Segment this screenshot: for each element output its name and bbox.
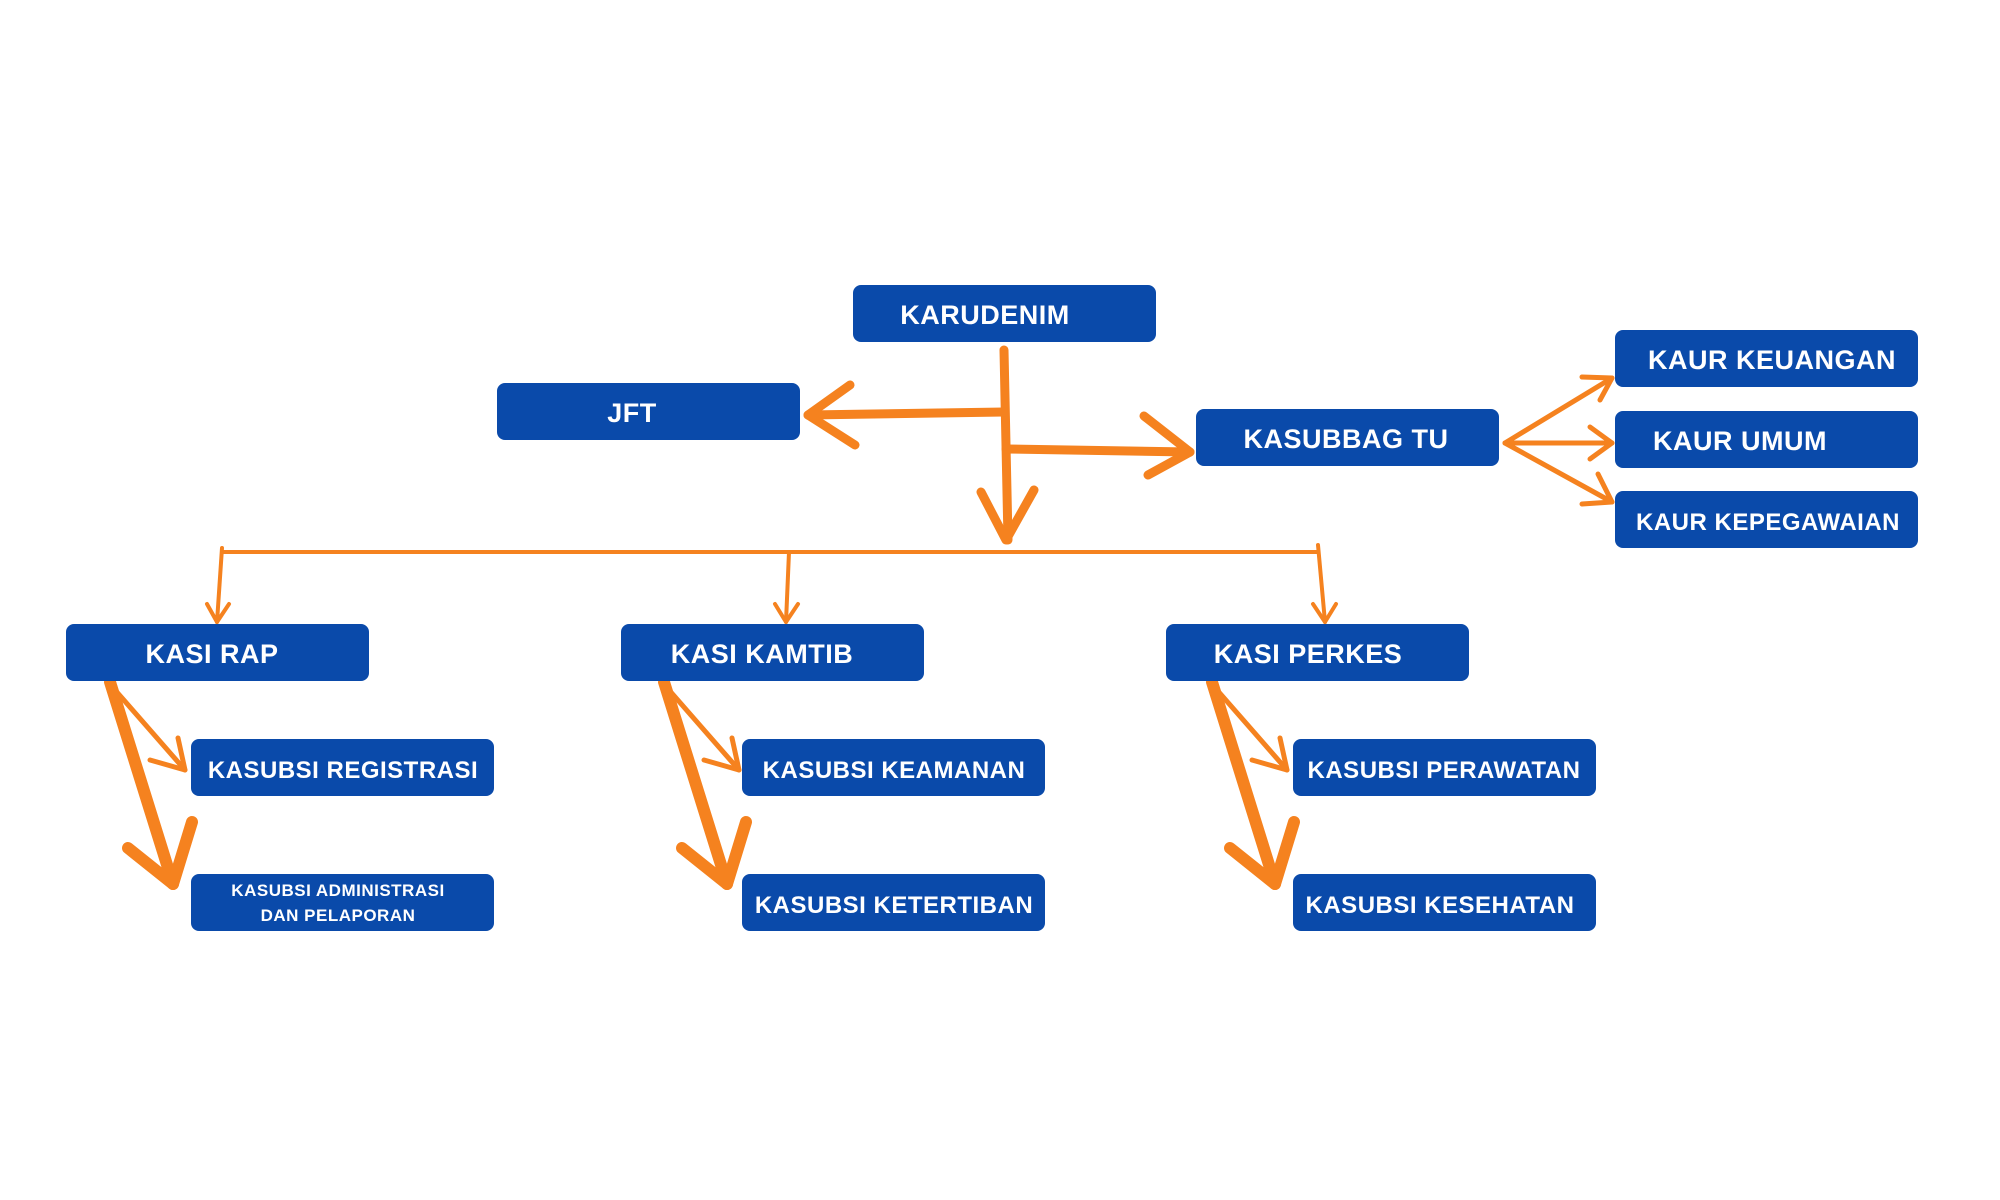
node-jft-label: JFT bbox=[607, 398, 657, 428]
node-kaur-keuangan-label: KAUR KEUANGAN bbox=[1648, 345, 1896, 375]
node-kasubsi-registrasi: KASUBSI REGISTRASI bbox=[191, 739, 494, 796]
node-kaur-umum: KAUR UMUM bbox=[1615, 411, 1918, 468]
trunk-arrowhead bbox=[976, 485, 1039, 545]
arrow-to-kaur-umum-head bbox=[1587, 424, 1615, 462]
node-kasi-perkes: KASI PERKES bbox=[1166, 624, 1469, 681]
arrow-to-kasubsi-ketertiban bbox=[658, 676, 733, 890]
node-kasubsi-perawatan: KASUBSI PERAWATAN bbox=[1293, 739, 1596, 796]
connectors bbox=[104, 345, 1615, 890]
drop-to-kasi-perkes bbox=[1316, 543, 1327, 624]
arrow-to-kasubsi-ketertiban-head bbox=[676, 816, 752, 890]
node-kasi-kamtib: KASI KAMTIB bbox=[621, 624, 924, 681]
arrow-to-kasubbag-head bbox=[1139, 411, 1195, 480]
node-jft: JFT bbox=[497, 383, 800, 440]
node-kasubbag-tu-label: KASUBBAG TU bbox=[1244, 424, 1449, 454]
node-kasubsi-keamanan: KASUBSI KEAMANAN bbox=[742, 739, 1045, 796]
node-kasubsi-kesehatan: KASUBSI KESEHATAN bbox=[1293, 874, 1596, 931]
arrow-to-kasubsi-administrasi-head bbox=[122, 816, 198, 890]
node-kasi-perkes-label: KASI PERKES bbox=[1214, 639, 1403, 669]
drop-to-kasi-rap bbox=[215, 546, 224, 624]
node-kasubsi-registrasi-label: KASUBSI REGISTRASI bbox=[208, 757, 478, 784]
node-kasubsi-ketertiban: KASUBSI KETERTIBAN bbox=[742, 874, 1045, 931]
arrow-to-kasubsi-perawatan-head bbox=[1249, 735, 1290, 773]
node-kaur-keuangan: KAUR KEUANGAN bbox=[1615, 330, 1918, 387]
node-kaur-kepegawaian: KAUR KEPEGAWAIAN bbox=[1615, 491, 1918, 548]
node-kaur-kepegawaian-label: KAUR KEPEGAWAIAN bbox=[1636, 509, 1900, 536]
arrow-to-kasubsi-administrasi bbox=[104, 676, 179, 890]
node-kasubsi-perawatan-label: KASUBSI PERAWATAN bbox=[1308, 757, 1581, 784]
arrow-to-kaur-keuangan-head bbox=[1579, 374, 1615, 403]
node-kasubsi-administrasi-label-line1: KASUBSI ADMINISTRASI bbox=[231, 881, 444, 900]
node-kasi-rap-label: KASI RAP bbox=[145, 639, 278, 669]
drop-to-kasi-kamtib-head bbox=[773, 602, 800, 624]
node-kaur-umum-label: KAUR UMUM bbox=[1653, 426, 1827, 456]
drop-to-kasi-kamtib bbox=[784, 550, 791, 624]
drop-to-kasi-perkes-head bbox=[1311, 602, 1338, 624]
arrow-to-jft bbox=[803, 407, 1009, 420]
node-karudenim-label: KARUDENIM bbox=[900, 300, 1070, 330]
node-kasi-rap: KASI RAP bbox=[66, 624, 369, 681]
arrow-to-kasubsi-keamanan-head bbox=[701, 735, 742, 773]
arrow-to-kaur-kepegawaian-head bbox=[1579, 471, 1615, 507]
node-kasubsi-ketertiban-label: KASUBSI KETERTIBAN bbox=[755, 892, 1033, 919]
arrow-to-kasubbag bbox=[1001, 444, 1195, 457]
arrow-to-kasubsi-registrasi-head bbox=[147, 735, 188, 773]
arrow-to-kasubsi-kesehatan bbox=[1206, 676, 1281, 890]
node-kasubbag-tu: KASUBBAG TU bbox=[1196, 409, 1499, 466]
node-kasubsi-kesehatan-label: KASUBSI KESEHATAN bbox=[1306, 892, 1575, 919]
arrow-to-kaur-keuangan bbox=[1502, 375, 1615, 446]
nodes: KARUDENIM JFT KASUBBAG TU KAUR KEUANGAN … bbox=[66, 285, 1918, 931]
node-kasubsi-administrasi-label-line2: DAN PELAPORAN bbox=[261, 906, 416, 925]
arrow-to-kaur-kepegawaian bbox=[1502, 440, 1615, 505]
arrow-to-kasubsi-kesehatan-head bbox=[1224, 816, 1300, 890]
node-karudenim: KARUDENIM bbox=[853, 285, 1156, 342]
node-kasubsi-administrasi: KASUBSI ADMINISTRASI DAN PELAPORAN bbox=[191, 874, 494, 931]
arrow-to-jft-head bbox=[803, 380, 860, 450]
drop-to-kasi-rap-head bbox=[205, 602, 231, 624]
node-kasubsi-keamanan-label: KASUBSI KEAMANAN bbox=[763, 757, 1026, 784]
node-kasi-kamtib-label: KASI KAMTIB bbox=[671, 639, 854, 669]
